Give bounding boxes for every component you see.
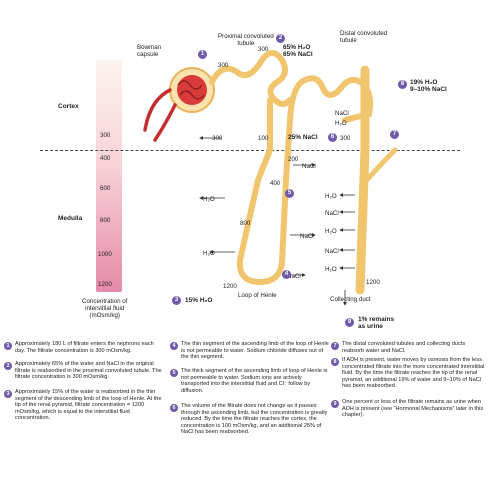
dct-label: Distal convoluted tubule [340,30,388,44]
nacl-6: NaCl [325,248,339,255]
glomerulus-shape [177,75,207,105]
value-300-c: 300 [212,135,223,142]
collecting-duct-shape [355,65,370,295]
legend-9-text: One percent or less of the filtrate rema… [342,399,484,419]
nacl-4: NaCl [335,110,349,117]
nephron-diagram [143,50,398,306]
legend-4-text: The thin segment of the ascending limb o… [181,341,329,361]
value-200: 200 [288,156,299,163]
h2o-6: H₂O [325,266,337,273]
reabsorb-25: 25% NaCl [288,134,318,141]
legend-6-num: 6 [170,404,178,412]
loop-of-henle-shape [236,77,308,286]
h2o-2: H₂O [203,250,215,257]
step-9-marker: 9 [345,318,354,327]
legend-1-num: 1 [4,342,12,350]
legend-2-num: 2 [4,362,12,370]
medulla-label: Medulla [58,215,83,222]
scale-600: 600 [100,185,111,192]
h2o-4: H₂O [325,193,337,200]
cortex-medulla-boundary [40,150,460,151]
nacl-3: NaCl [287,273,301,280]
scale-1200: 1200 [98,281,112,288]
step-7-marker: 7 [390,130,399,139]
legend-9-num: 9 [331,400,339,408]
scale-1000: 1000 [98,251,112,258]
legend-8-text: If ADH is present, water moves by osmosi… [342,357,485,390]
h2o-1: H₂O [203,196,215,203]
pct-label: Proximal convoluted tubule [218,33,274,47]
h2o-3: H₂O [335,120,347,127]
value-300-b: 300 [258,46,269,53]
value-300-d: 300 [340,135,351,142]
loop-label: Loop of Henle [238,292,277,299]
legend-7-num: 7 [331,342,339,350]
step-6-marker: 6 [328,133,337,142]
collecting-duct-label: Collecting duct [330,296,371,303]
scale-300: 300 [100,132,111,139]
cortex-label: Cortex [58,103,79,110]
concentration-caption: Concentration of interstitial fluid (mOs… [82,298,128,319]
value-800: 800 [240,220,251,227]
legend-8-num: 8 [331,358,339,366]
reabsorb-15: 15% H₂O [185,297,213,304]
value-1200: 1200 [223,283,237,290]
urine-label: 1% remains as urine [358,316,395,330]
legend-2-text: Approximately 65% of the water and NaCl … [15,361,162,381]
step-1-marker: 1 [198,50,207,59]
bowman-capsule-label: Bowman capsule [137,44,162,58]
value-100: 100 [258,135,269,142]
step-8-marker: 8 [398,80,407,89]
value-300-a: 300 [218,62,229,69]
legend-3-num: 3 [4,390,12,398]
legend-5-text: The thick segment of the ascending limb … [181,368,328,394]
scale-400: 400 [100,155,111,162]
nacl-2: NaCl [300,233,314,240]
value-1200-b: 1200 [366,279,380,286]
nacl-1: NaCl [302,163,316,170]
legend-4-num: 4 [170,342,178,350]
step-2-marker: 2 [276,34,285,43]
value-400: 400 [270,180,281,187]
nacl-5: NaCl [325,210,339,217]
step-4-marker: 4 [282,270,291,279]
pct-shape [209,50,293,107]
reabsorb-19: 19% H₂O 9–10% NaCl [410,79,447,93]
legend-3-text: Approximately 15% of the water is reabso… [15,389,162,422]
legend-7-text: The distal convoluted tubules and collec… [342,341,466,354]
step-5-marker: 5 [285,189,294,198]
legend-5-num: 5 [170,369,178,377]
step-3-marker: 3 [172,296,181,305]
legend-1-text: Approximately 180 L of filtrate enters t… [15,341,154,354]
legend-6-text: The volume of the filtrate does not chan… [181,403,328,436]
scale-800: 800 [100,217,111,224]
h2o-5: H₂O [325,228,337,235]
concentration-gradient-bar [96,60,122,292]
reabsorb-65: 65% H₂O 65% NaCl [283,44,313,58]
